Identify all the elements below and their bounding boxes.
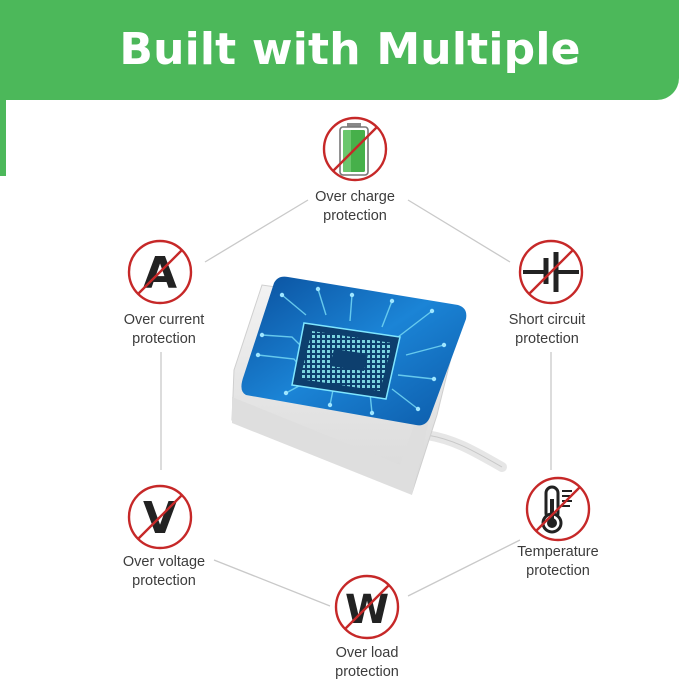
banner-accent (0, 100, 6, 176)
letter-v-icon: V (127, 484, 193, 550)
glyph: W (345, 587, 389, 633)
label-line: protection (515, 331, 579, 347)
label-line: Over charge (315, 189, 395, 205)
label-over-charge: Over charge protection (270, 188, 440, 226)
label-line: protection (335, 664, 399, 680)
label-line: Short circuit (508, 312, 586, 328)
capacitor-icon (518, 239, 584, 305)
label-short-circuit: Short circuit protection (462, 311, 632, 349)
label-line: protection (132, 573, 196, 589)
page-title: Built with Multiple Protection (119, 24, 581, 175)
letter-a-icon: A (127, 239, 193, 305)
charger-device-image (231, 276, 507, 495)
label-line: protection (526, 563, 590, 579)
label-line: Over current (123, 312, 205, 328)
letter-w-icon: W (334, 574, 400, 640)
label-line: protection (132, 331, 196, 347)
label-over-current: Over current protection (79, 311, 249, 349)
label-temperature: Temperature protection (473, 543, 643, 581)
header-banner (0, 0, 679, 100)
label-line: protection (323, 208, 387, 224)
label-over-load: Over load protection (282, 644, 452, 682)
battery-icon (322, 116, 388, 182)
label-line: Over voltage (122, 554, 206, 570)
thermometer-icon (525, 476, 591, 542)
label-line: Temperature (517, 544, 599, 560)
label-line: Over load (335, 645, 399, 661)
label-over-voltage: Over voltage protection (79, 553, 249, 591)
